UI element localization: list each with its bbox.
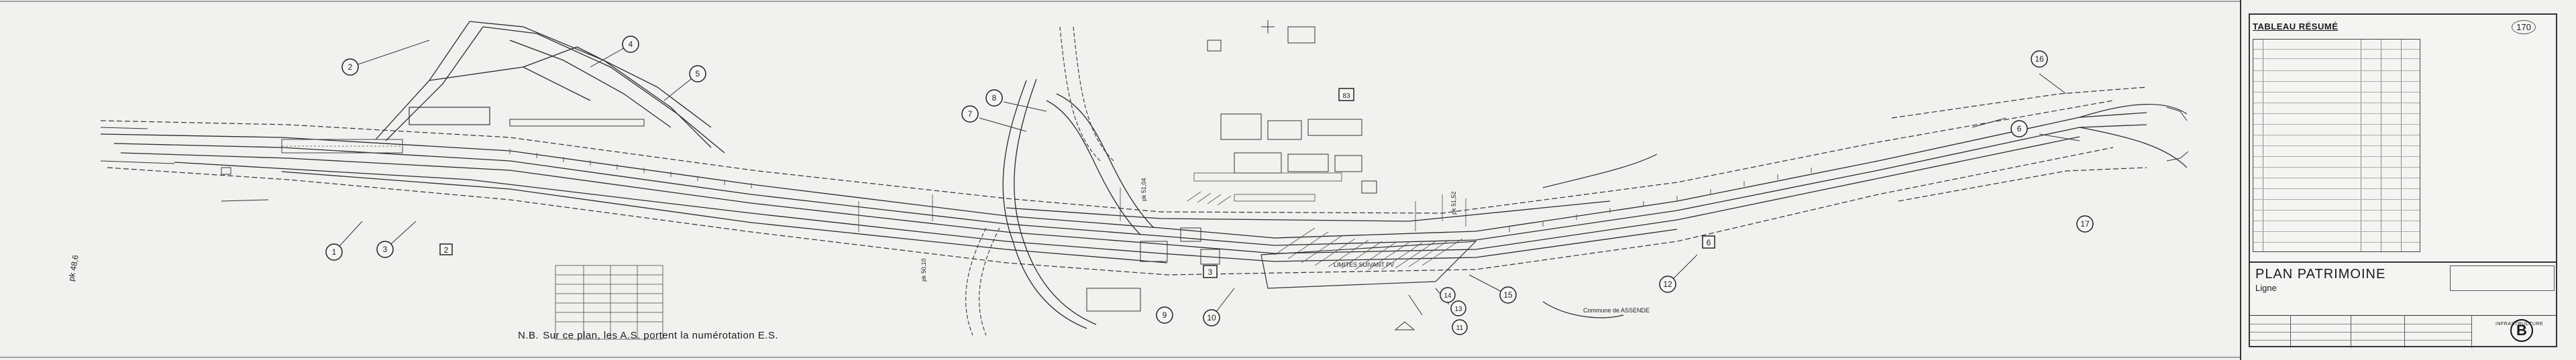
curved-branch [1002,78,1155,329]
platform-left [409,107,490,125]
marker-5: 5 [696,69,700,78]
railway-logo: B [2510,319,2533,342]
marker-16: 16 [2035,54,2044,64]
track-sleepers [509,149,1812,232]
box-marker-83: 83 [1342,93,1350,100]
note-prefix: N.B. [518,330,539,341]
marker-15: 15 [1503,290,1513,300]
branch-tracks-left [375,21,725,154]
parcel-boundaries [100,86,2147,276]
svg-text:pk 51,04: pk 51,04 [1140,178,1147,201]
svg-text:LIMITES SUIVANT PV: LIMITES SUIVANT PV [1334,261,1394,268]
marker-8: 8 [992,93,997,103]
svg-text:pk 48,6: pk 48,6 [66,254,80,282]
hatched-zone [1187,191,1463,270]
road-lines [965,26,1114,336]
sheet-number-stamp: 170 [2512,20,2536,34]
branch-tracks-right [1542,104,2188,318]
marker-7: 7 [968,109,973,119]
main-tracks [100,112,2147,263]
summary-table [2253,39,2420,252]
marker-2: 2 [348,62,353,72]
plan-title-area: PLAN PATRIMOINE Ligne INFRASTRUCTURE B [2250,261,2556,348]
km-table-left [555,265,663,340]
marker-9: 9 [1163,310,1167,320]
svg-text:pk 51,52: pk 51,52 [1450,191,1457,215]
marker-circles [325,36,2094,335]
svg-text:pk 50,10: pk 50,10 [920,258,927,282]
ligne-label: Ligne [2255,283,2277,293]
marker-4: 4 [629,40,633,49]
box-marker-2: 2 [444,245,449,255]
marker-11: 11 [1456,324,1464,332]
marker-10: 10 [1207,313,1216,322]
marker-1: 1 [332,247,337,257]
marker-6-right: 6 [2017,124,2022,133]
approval-grid [2250,315,2556,348]
box-marker-6: 6 [1707,238,1711,247]
marker-3: 3 [383,245,388,254]
station-buildings [1086,26,1377,312]
marker-17: 17 [2080,219,2090,229]
revision-box [2450,265,2555,291]
marker-14: 14 [1444,292,1452,300]
summary-table-title: TABLEAU RÉSUMÉ [2253,21,2339,32]
plan-title: PLAN PATRIMOINE [2255,267,2386,282]
marker-13: 13 [1454,306,1462,313]
marker-12: 12 [1663,280,1672,289]
plan-note: N.B. Sur ce plan, les A.S. portent la num… [518,330,782,341]
box-marker-3: 3 [1208,267,1213,277]
title-block: TABLEAU RÉSUMÉ 170 [2249,13,2557,348]
note-text: Sur ce plan, les A.S. portent la numérot… [543,330,779,341]
svg-text:Commune de ASSENDE: Commune de ASSENDE [1583,307,1650,314]
